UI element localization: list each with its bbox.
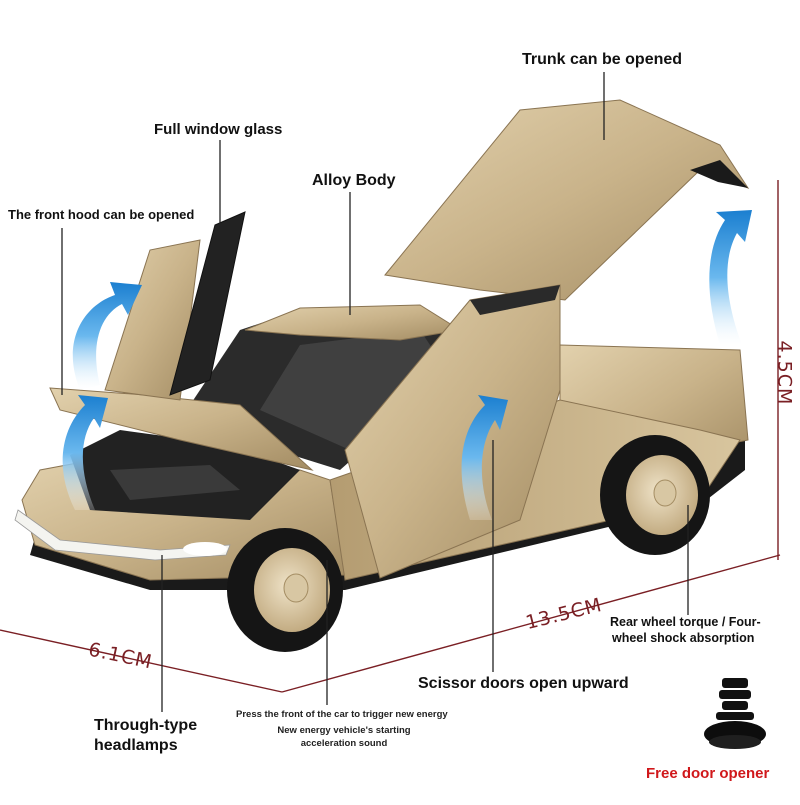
alloy-body-label: Alloy Body [312, 172, 396, 189]
height-dimension: 4.5CM [773, 340, 796, 406]
new-energy-line1: New energy vehicle's starting [277, 725, 411, 736]
new-energy-label: New energy vehicle's starting accelerati… [264, 724, 424, 750]
press-front-label: Press the front of the car to trigger ne… [236, 709, 448, 720]
trunk-label: Trunk can be opened [522, 51, 683, 68]
door-opener-tool [704, 678, 766, 749]
new-energy-line2: acceleration sound [300, 738, 388, 749]
headlamps-label: Through-type headlamps [94, 716, 197, 756]
arrow-hood-lid [62, 395, 108, 510]
leader-lines [61, 72, 689, 712]
scissor-doors-label: Scissor doors open upward [418, 675, 629, 692]
headlamps-line1: Through-type [94, 717, 198, 734]
window-glass-label: Full window glass [154, 121, 283, 138]
arrow-scissor-door [461, 395, 508, 520]
car [14, 99, 750, 652]
rear-wheel-label: Rear wheel torque / Four- wheel shock ab… [610, 614, 761, 646]
rear-wheel-line1: Rear wheel torque / Four- [610, 615, 761, 629]
free-opener-label: Free door opener [646, 765, 770, 782]
arrow-trunk [709, 210, 752, 345]
dimension-lines [0, 180, 781, 693]
open-arrows [62, 210, 752, 520]
headlamps-line2: headlamps [94, 737, 178, 754]
front-hood-label: The front hood can be opened [8, 207, 195, 222]
arrow-front-hood [72, 282, 142, 390]
rear-wheel-line2: wheel shock absorption [612, 631, 755, 645]
